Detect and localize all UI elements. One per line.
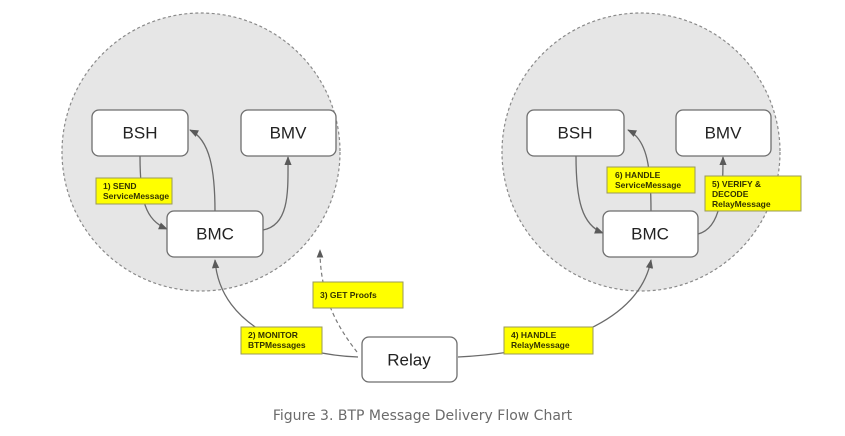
svg-text:2) MONITOR: 2) MONITOR xyxy=(248,330,298,340)
left-bmc-label: BMC xyxy=(196,225,234,244)
svg-text:DECODE: DECODE xyxy=(712,189,749,199)
label-verify-decode-relay-message: 5) VERIFY & DECODE RelayMessage xyxy=(704,175,802,212)
left-bmc-node: BMC xyxy=(166,210,264,258)
right-bmv-node: BMV xyxy=(675,109,772,157)
label-line: 4) HANDLE xyxy=(511,330,557,340)
edge-right-bsh-to-bmc xyxy=(575,155,604,234)
svg-text:ServiceMessage: ServiceMessage xyxy=(103,191,169,201)
edge-left-bsh-to-bmc xyxy=(139,155,168,230)
edge-right-bmc-to-bsh xyxy=(627,129,652,213)
label-line: BTPMessages xyxy=(248,340,306,350)
right-bmc-label: BMC xyxy=(631,225,669,244)
left-cluster-boundary xyxy=(61,12,341,292)
left-bmv-label: BMV xyxy=(270,124,308,143)
label-line: 2) MONITOR xyxy=(248,330,298,340)
label-handle-relay-message: 4) HANDLE RelayMessage xyxy=(503,326,594,355)
edge-left-bmc-to-bsh xyxy=(189,129,216,213)
svg-text:RelayMessage: RelayMessage xyxy=(712,199,771,209)
relay-label: Relay xyxy=(387,351,431,370)
right-bmv-label: BMV xyxy=(705,124,743,143)
right-bsh-label: BSH xyxy=(558,124,593,143)
label-monitor-btp-messages: 2) MONITOR BTPMessages xyxy=(240,326,323,355)
right-cluster-boundary xyxy=(501,12,781,292)
label-line: 1) SEND xyxy=(103,181,137,191)
label-get-proofs: 3) GET Proofs xyxy=(312,281,404,309)
label-line: ServiceMessage xyxy=(615,180,681,190)
left-bsh-node: BSH xyxy=(91,109,189,157)
svg-text:1) SEND: 1) SEND xyxy=(103,181,137,191)
left-bsh-label: BSH xyxy=(123,124,158,143)
svg-text:ServiceMessage: ServiceMessage xyxy=(615,180,681,190)
label-line: 3) GET Proofs xyxy=(320,290,377,300)
edge-left-bmc-to-bmv xyxy=(262,156,292,231)
svg-text:6) HANDLE: 6) HANDLE xyxy=(615,170,661,180)
svg-text:RelayMessage: RelayMessage xyxy=(511,340,570,350)
svg-text:5) VERIFY &: 5) VERIFY & xyxy=(712,179,761,189)
label-send-service-message: 1) SEND ServiceMessage xyxy=(95,177,173,205)
label-line: DECODE xyxy=(712,189,749,199)
left-bmv-node: BMV xyxy=(240,109,337,157)
label-handle-service-message: 6) HANDLE ServiceMessage xyxy=(606,166,696,194)
right-bsh-node: BSH xyxy=(526,109,625,157)
left-chain-cluster xyxy=(61,12,341,292)
btp-flow-diagram: BSH BMV BMC BSH BMV BMC Relay 1) SEND Se… xyxy=(61,12,802,383)
label-line: 5) VERIFY & xyxy=(712,179,761,189)
label-line: RelayMessage xyxy=(511,340,570,350)
right-bmc-node: BMC xyxy=(602,210,699,258)
figure-caption: Figure 3. BTP Message Delivery Flow Char… xyxy=(272,408,573,424)
label-line: RelayMessage xyxy=(712,199,771,209)
label-line: 6) HANDLE xyxy=(615,170,661,180)
svg-text:BTPMessages: BTPMessages xyxy=(248,340,306,350)
svg-text:3) GET Proofs: 3) GET Proofs xyxy=(320,290,377,300)
right-chain-cluster xyxy=(501,12,781,292)
label-line: ServiceMessage xyxy=(103,191,169,201)
edge-relay-get-proofs xyxy=(316,249,358,353)
relay-node: Relay xyxy=(361,336,458,383)
svg-text:4) HANDLE: 4) HANDLE xyxy=(511,330,557,340)
